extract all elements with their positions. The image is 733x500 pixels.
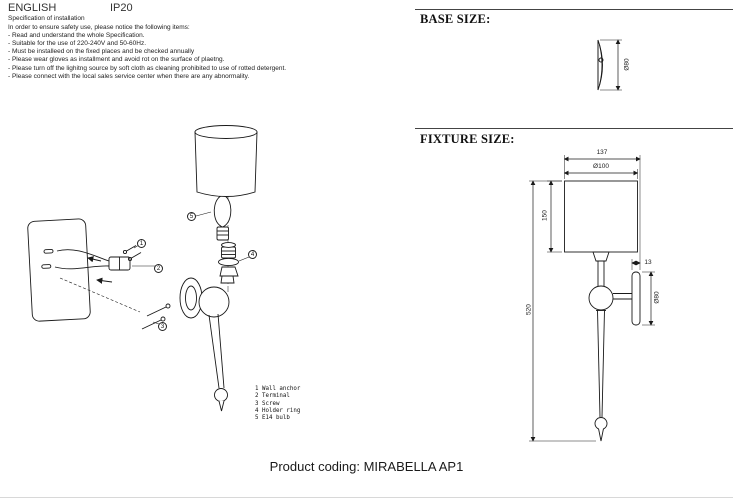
spec-item: - Suitable for the use of 220-240V and 5…	[8, 40, 147, 48]
spec-item: - Please connect with the local sales se…	[8, 72, 250, 80]
exploded-view-diagram	[27, 125, 258, 412]
fixture-base-diameter-dim: Ø80	[653, 291, 661, 304]
parts-list-item: 4 Holder ring	[255, 407, 301, 414]
base-size-diagram	[597, 39, 622, 91]
spec-item: - Please turn off the lighitng source by…	[8, 64, 287, 72]
callout-4: 4	[248, 250, 257, 259]
callout-5: 5	[187, 212, 196, 221]
specification-intro: In order to ensure safety use, please no…	[8, 24, 190, 32]
spec-item: - Read and understand the whole Specific…	[8, 32, 145, 40]
total-width-dim: 137	[596, 149, 608, 156]
divider-top	[415, 9, 733, 10]
spec-item: - Please wear gloves as installment and …	[8, 56, 225, 64]
shade-height-dim: 150	[541, 210, 549, 221]
ip-rating-label: IP20	[110, 2, 133, 14]
fixture-size-heading: FIXTURE SIZE:	[420, 132, 515, 146]
parts-list: 1 Wall anchor 2 Terminal 3 Screw 4 Holde…	[255, 386, 300, 422]
total-height-dim: 520	[525, 304, 533, 315]
base-diameter-dim: Ø80	[623, 58, 631, 71]
bracket-depth-dim: 13	[644, 259, 652, 266]
specification-block: Specification of installation In order t…	[8, 15, 286, 81]
parts-list-item: 1 Wall anchor	[255, 386, 301, 392]
callout-2: 2	[154, 264, 163, 273]
spec-item: - Must be installeed on the fixed places…	[8, 48, 195, 56]
language-label: ENGLISH	[8, 2, 57, 14]
parts-list-item: 2 Terminal	[255, 393, 290, 400]
parts-list-item: 5 E14 bulb	[255, 415, 290, 422]
callout-1: 1	[137, 239, 146, 248]
callout-3: 3	[158, 322, 167, 331]
specification-title: Specification of installation	[8, 15, 85, 22]
base-size-heading: BASE SIZE:	[420, 12, 491, 26]
divider-middle	[415, 128, 733, 129]
product-coding: Product coding: MIRABELLA AP1	[269, 459, 464, 474]
shade-diameter-dim: Ø100	[593, 163, 609, 170]
parts-list-item: 3 Screw	[255, 400, 280, 407]
fixture-size-diagram	[529, 155, 655, 442]
bottom-rule	[0, 497, 733, 498]
